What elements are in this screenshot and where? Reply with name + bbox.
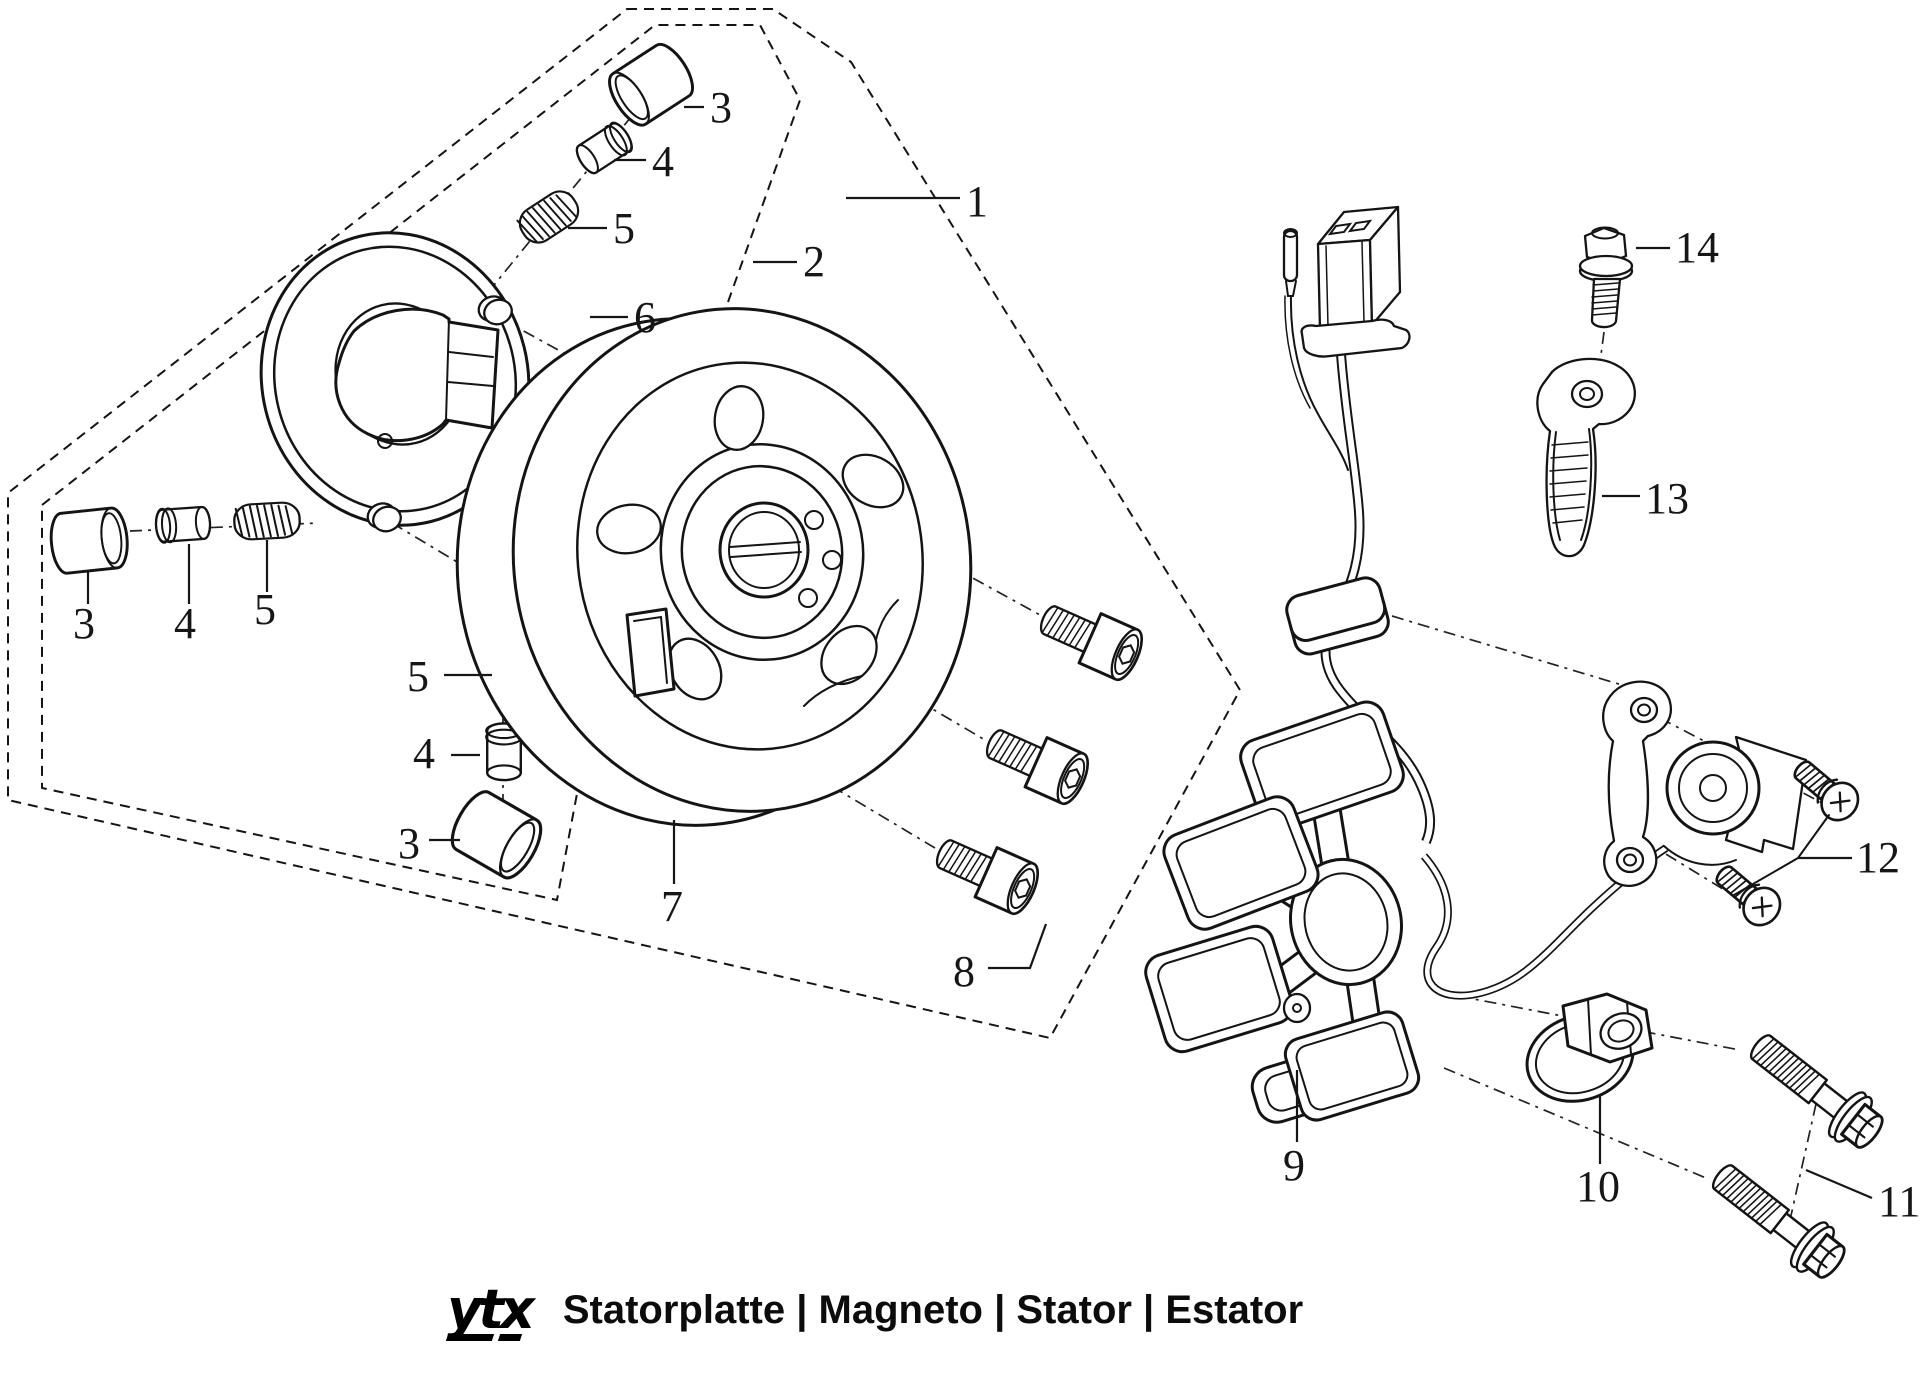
slider-weight-mid xyxy=(442,784,551,886)
part-number-4: 4 xyxy=(174,599,196,648)
part-callout-5: 5 xyxy=(568,204,635,253)
mount-bolt-1 xyxy=(1738,1020,1894,1160)
spring-left xyxy=(232,500,302,542)
part-number-3: 3 xyxy=(710,83,732,132)
stator-coil xyxy=(1144,924,1294,1054)
part-callout-1: 1 xyxy=(846,177,988,226)
part-number-10: 10 xyxy=(1576,1162,1620,1211)
part-callout-5: 5 xyxy=(254,540,276,634)
part-number-5: 5 xyxy=(254,585,276,634)
part-number-3: 3 xyxy=(73,599,95,648)
plunger-top xyxy=(571,118,638,179)
flywheel-drawing xyxy=(455,307,973,827)
part-callout-5: 5 xyxy=(407,652,492,701)
plunger-left xyxy=(153,504,213,545)
part-callout-8: 8 xyxy=(953,923,1048,996)
part-callout-11: 11 xyxy=(1805,1168,1920,1226)
part-callout-9: 9 xyxy=(1283,1070,1305,1190)
part-number-9: 9 xyxy=(1283,1141,1305,1190)
part-number-5: 5 xyxy=(613,204,635,253)
stator-plate-drawing xyxy=(259,231,558,533)
brand-logo: ytx xyxy=(445,1283,537,1341)
part-number-3: 3 xyxy=(398,819,420,868)
flywheel-bolt-3 xyxy=(927,825,1046,920)
slider-weight-left xyxy=(46,505,132,576)
part-number-5: 5 xyxy=(407,652,429,701)
part-callout-3: 3 xyxy=(73,572,95,648)
slider-weight-top xyxy=(600,36,702,133)
flywheel-bolt-1 xyxy=(1031,591,1150,686)
part-callout-4: 4 xyxy=(614,137,674,186)
assembly-boundary-1 xyxy=(7,8,1242,1040)
part-callout-4: 4 xyxy=(413,729,480,778)
part-callout-12: 12 xyxy=(1798,833,1900,882)
stator-drawing xyxy=(1144,700,1421,1124)
part-callout-3: 3 xyxy=(398,819,460,868)
part-callout-3: 3 xyxy=(684,83,732,132)
part-number-11: 11 xyxy=(1878,1177,1920,1226)
part-number-14: 14 xyxy=(1675,223,1719,272)
part-callout-14: 14 xyxy=(1636,223,1719,272)
part-number-4: 4 xyxy=(652,137,674,186)
diagram-title: Statorplatte | Magneto | Stator | Estato… xyxy=(562,1287,1304,1332)
stator-coil xyxy=(1283,1010,1421,1122)
part-callout-10: 10 xyxy=(1576,1094,1620,1211)
brand-underline-left xyxy=(445,1334,495,1341)
plate-hole xyxy=(366,502,402,533)
part-number-8: 8 xyxy=(953,947,975,996)
part-number-6: 6 xyxy=(634,293,656,342)
part-callout-2: 2 xyxy=(753,237,825,286)
flywheel-bolt-2 xyxy=(977,715,1096,810)
part-callout-7: 7 xyxy=(661,820,683,931)
nut-drawing xyxy=(1525,992,1654,1103)
part-number-4: 4 xyxy=(413,729,435,778)
spring-top xyxy=(512,184,586,250)
mount-bolt-2 xyxy=(1700,1150,1856,1290)
harness-holder xyxy=(1285,576,1390,656)
cable-guide-drawing xyxy=(1536,357,1637,558)
part-number-2: 2 xyxy=(803,237,825,286)
bolt14-drawing xyxy=(1578,226,1634,329)
pickup-coil-drawing xyxy=(1602,680,1867,934)
footer: ytx Statorplatte | Magneto | Stator | Es… xyxy=(445,1278,1304,1342)
brand-logo-text: ytx xyxy=(447,1278,535,1341)
part-number-13: 13 xyxy=(1645,474,1689,523)
brand-underline-right xyxy=(497,1334,523,1341)
stator-coil xyxy=(1162,795,1320,931)
part-callout-6: 6 xyxy=(590,293,656,342)
part-number-1: 1 xyxy=(966,177,988,226)
plate-hole xyxy=(477,295,513,326)
part-callout-13: 13 xyxy=(1602,474,1689,523)
part-callout-4: 4 xyxy=(174,544,196,648)
part-number-7: 7 xyxy=(661,882,683,931)
connector-drawing xyxy=(1300,205,1411,358)
part-number-12: 12 xyxy=(1856,833,1900,882)
